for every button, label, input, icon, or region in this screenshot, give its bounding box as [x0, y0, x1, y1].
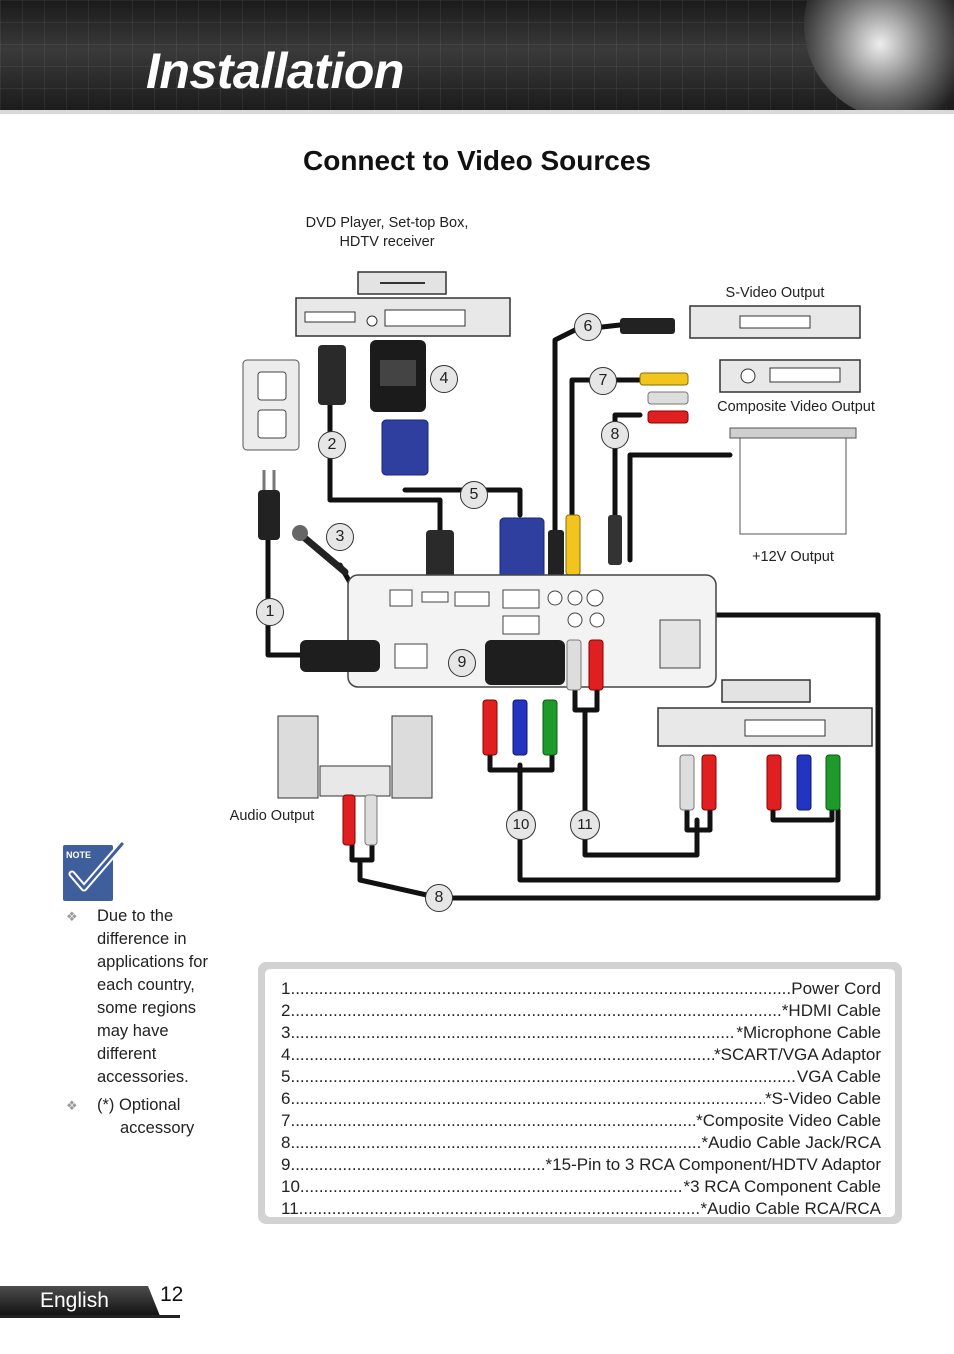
- legend-row: 6 *S-Video Cable: [281, 1088, 881, 1110]
- callout-6: 6: [574, 313, 602, 341]
- legend-row: 4 *SCART/VGA Adaptor: [281, 1044, 881, 1066]
- note-item: ❖ Due to the difference in applications …: [66, 905, 216, 1089]
- legend-row: 10 *3 RCA Component Cable: [281, 1176, 881, 1198]
- legend-item: *HDMI Cable: [781, 1001, 881, 1020]
- legend-row: 1 Power Cord: [281, 978, 881, 1000]
- dvd-label-line2: HDTV receiver: [339, 234, 435, 250]
- page-header: Installation: [0, 0, 954, 110]
- legend-num: 11: [281, 1199, 299, 1218]
- legend-num: 10: [281, 1177, 300, 1196]
- svideo-plug-icon: [548, 318, 675, 580]
- note-badge-text: NOTE: [66, 850, 91, 860]
- vga-connector-icon: [381, 419, 545, 579]
- legend-row: 8 *Audio Cable Jack/RCA: [281, 1132, 881, 1154]
- dvd-player-icon: [295, 271, 511, 337]
- legend-num: 1: [281, 979, 291, 998]
- note-text-continued: accessory: [120, 1119, 195, 1137]
- diamond-bullet-icon: ❖: [66, 909, 78, 924]
- hdmi-connector-icon: [318, 345, 454, 580]
- callout-3: 3: [326, 523, 354, 551]
- language-label: English: [40, 1289, 109, 1312]
- language-tab: English: [0, 1286, 180, 1320]
- note-list: ❖ Due to the difference in applications …: [66, 905, 216, 1145]
- component-adaptor-icon: [482, 639, 604, 756]
- note-text: (*) Optional: [97, 1096, 181, 1114]
- legend-row: 11 *Audio Cable RCA/RCA: [281, 1198, 881, 1220]
- callout-5: 5: [460, 481, 488, 509]
- diagram-svg: [242, 271, 881, 901]
- legend-item: *3 RCA Component Cable: [683, 1177, 881, 1196]
- note-badge: NOTE: [61, 840, 126, 904]
- header-grid-pattern: [0, 0, 954, 110]
- callout-2: 2: [318, 431, 346, 459]
- legend-num: 3: [281, 1023, 291, 1042]
- page-number: 12: [160, 1283, 184, 1306]
- legend-num: 9: [281, 1155, 291, 1174]
- callout-9: 9: [448, 649, 476, 677]
- callout-1: 1: [256, 598, 284, 626]
- power-plug-icon: [258, 470, 280, 540]
- callout-8: 8: [601, 421, 629, 449]
- legend-item: VGA Cable: [796, 1067, 881, 1086]
- 12v-output-label: +12V Output: [752, 549, 834, 565]
- svideo-output-label: S-Video Output: [725, 285, 825, 301]
- callout-10: 10: [506, 810, 536, 840]
- microphone-icon: [292, 525, 349, 576]
- legend-row: 9 *15-Pin to 3 RCA Component/HDTV Adaptor: [281, 1154, 881, 1176]
- legend-num: 4: [281, 1045, 291, 1064]
- cable-legend: 1 Power Cord 2 *HDMI Cable 3 *Microphone Ca…: [258, 962, 902, 1224]
- legend-num: 6: [281, 1089, 291, 1108]
- header-divider: [0, 110, 954, 114]
- section-title: Connect to Video Sources: [303, 145, 651, 176]
- note-text: Due to the difference in applications fo…: [97, 907, 208, 1086]
- legend-num: 7: [281, 1111, 291, 1130]
- legend-row: 3 *Microphone Cable: [281, 1022, 881, 1044]
- legend-item: *Microphone Cable: [736, 1023, 881, 1042]
- legend-num: 8: [281, 1133, 291, 1152]
- projector-rear-panel-icon: [300, 574, 717, 688]
- note-item: ❖ (*) Optional accessory: [66, 1094, 216, 1140]
- callout-4: 4: [430, 365, 458, 393]
- language-tab-background: [0, 1286, 160, 1316]
- power-outlet-icon: [242, 359, 300, 451]
- dvd-label-line1: DVD Player, Set-top Box,: [305, 215, 469, 231]
- note-check-icon: NOTE: [61, 840, 126, 903]
- legend-item: *S-Video Cable: [765, 1089, 881, 1108]
- legend-num: 5: [281, 1067, 291, 1086]
- callout-7: 7: [589, 367, 617, 395]
- page-title: Installation: [146, 43, 404, 99]
- callout-11: 11: [570, 810, 600, 840]
- composite-source-device-icon: [719, 359, 861, 393]
- connection-diagram: 1 2 3 4 5 6 7 8 9 10 11 8 DVD Player, Se…: [229, 215, 881, 912]
- legend-item: *Audio Cable Jack/RCA: [701, 1133, 881, 1152]
- legend-item: Power Cord: [791, 979, 881, 998]
- legend-row: 5 VGA Cable: [281, 1066, 881, 1088]
- audio-output-label: Audio Output: [229, 808, 315, 824]
- diamond-bullet-icon: ❖: [66, 1098, 78, 1113]
- svideo-source-device-icon: [689, 305, 861, 339]
- legend-item: *SCART/VGA Adaptor: [714, 1045, 881, 1064]
- cable-legend-inner: 1 Power Cord 2 *HDMI Cable 3 *Microphone Ca…: [265, 969, 895, 1220]
- projection-screen-icon: [729, 427, 857, 535]
- legend-row: 2 *HDMI Cable: [281, 1000, 881, 1022]
- composite-output-label: Composite Video Output: [717, 399, 875, 415]
- legend-row: 7 *Composite Video Cable: [281, 1110, 881, 1132]
- composite-rca-plugs-icon: [565, 372, 689, 576]
- legend-item: *Composite Video Cable: [696, 1111, 881, 1130]
- scart-adaptor-icon: [370, 340, 426, 412]
- speaker-system-icon: [277, 715, 433, 846]
- component-source-device-icon: [657, 679, 873, 811]
- legend-item: *Audio Cable RCA/RCA: [700, 1199, 881, 1218]
- legend-num: 2: [281, 1001, 291, 1020]
- callout-8-audio: 8: [425, 884, 453, 912]
- legend-item: *15-Pin to 3 RCA Component/HDTV Adaptor: [545, 1155, 881, 1174]
- footer-rule: [0, 1315, 180, 1318]
